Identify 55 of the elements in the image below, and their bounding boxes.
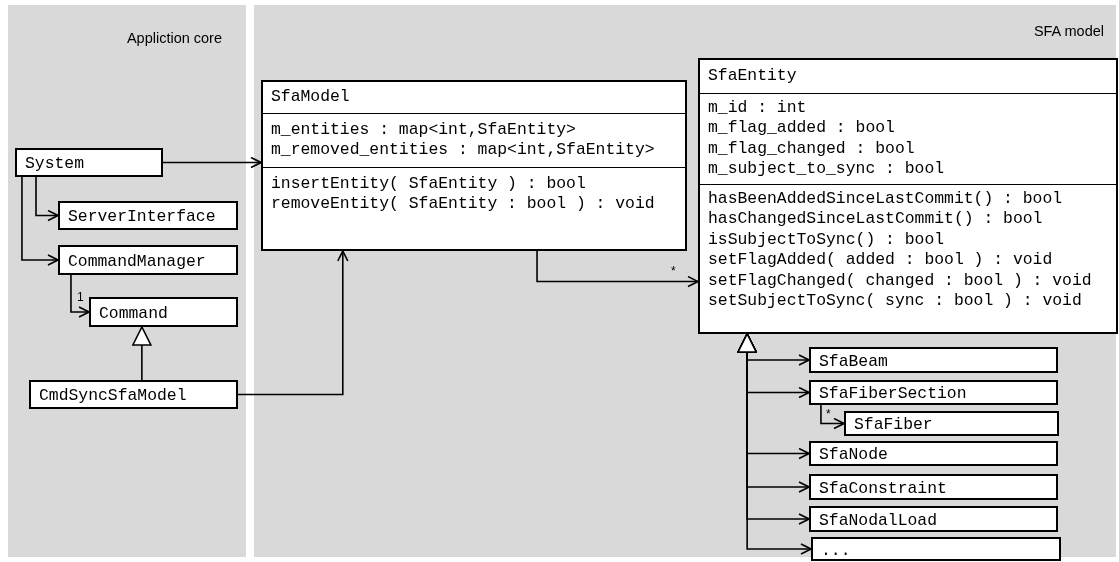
class-name: CommandManager — [67, 251, 207, 273]
class-box — [809, 474, 1058, 500]
class-method: isSubjectToSync() : bool — [707, 229, 946, 250]
class-attribute: m_id : int — [700, 92, 1116, 118]
class-method: setFlagAdded( added : bool ) : void — [707, 250, 1054, 271]
class-name: SfaNode — [818, 444, 889, 464]
class-attribute: m_flag_added : bool — [707, 118, 896, 139]
class-box — [809, 380, 1058, 405]
class-name: ... — [820, 540, 852, 559]
class-name: SfaNodalLoad — [818, 510, 939, 530]
class-method: setFlagChanged( changed : bool ) : void — [707, 270, 1093, 291]
association-arrow — [70, 274, 90, 318]
class-box — [15, 148, 163, 177]
association-arrow — [162, 156, 262, 169]
class-box — [809, 347, 1058, 373]
generalization-arrow — [737, 333, 812, 555]
class-method: setSubjectToSync( sync : bool ) : void — [707, 291, 1083, 312]
association-arrow — [820, 404, 845, 430]
class-box — [261, 80, 687, 251]
package-panel — [8, 5, 246, 557]
class-attribute: m_entities : map<int,SfaEntity> — [263, 112, 685, 140]
class-name: SfaModel — [270, 86, 351, 108]
class-name: ServerInterface — [67, 206, 217, 228]
class-name: CmdSyncSfaModel — [38, 385, 188, 407]
class-method: removeEntity( SfaEntity : bool ) : void — [270, 194, 656, 215]
class-attribute: m_flag_changed : bool — [707, 138, 916, 159]
class-method: insertEntity( SfaEntity ) : bool — [263, 166, 685, 194]
association-arrow — [536, 250, 699, 288]
association-arrow — [35, 176, 59, 222]
class-attribute: m_removed_entities : map<int,SfaEntity> — [270, 140, 656, 161]
class-name: SfaEntity — [707, 65, 798, 87]
class-name: SfaFiber — [853, 414, 934, 434]
class-name: SfaFiberSection — [818, 383, 968, 403]
class-method: hasChangedSinceLastCommit() : bool — [707, 209, 1044, 230]
class-box — [809, 441, 1058, 466]
multiplicity-label: 1 — [76, 291, 85, 303]
generalization-arrow — [132, 326, 152, 381]
class-box — [89, 297, 238, 327]
class-box — [844, 411, 1059, 436]
class-box — [809, 506, 1058, 532]
class-name: System — [24, 153, 86, 175]
class-name: Command — [98, 303, 169, 325]
class-name: SfaBeam — [818, 351, 889, 371]
class-box — [58, 201, 238, 230]
class-box — [29, 380, 238, 409]
class-attribute: m_subject_to_sync : bool — [707, 159, 946, 180]
class-box — [58, 245, 238, 275]
association-arrow — [21, 176, 59, 266]
class-method: hasBeenAddedSinceLastCommit() : bool — [700, 183, 1116, 209]
association-arrow — [237, 250, 349, 396]
package-title: Appliction core — [126, 30, 222, 46]
class-name: SfaConstraint — [818, 478, 948, 498]
class-box — [811, 537, 1061, 561]
package-title: SFA model — [1033, 23, 1104, 39]
class-box — [698, 58, 1118, 334]
